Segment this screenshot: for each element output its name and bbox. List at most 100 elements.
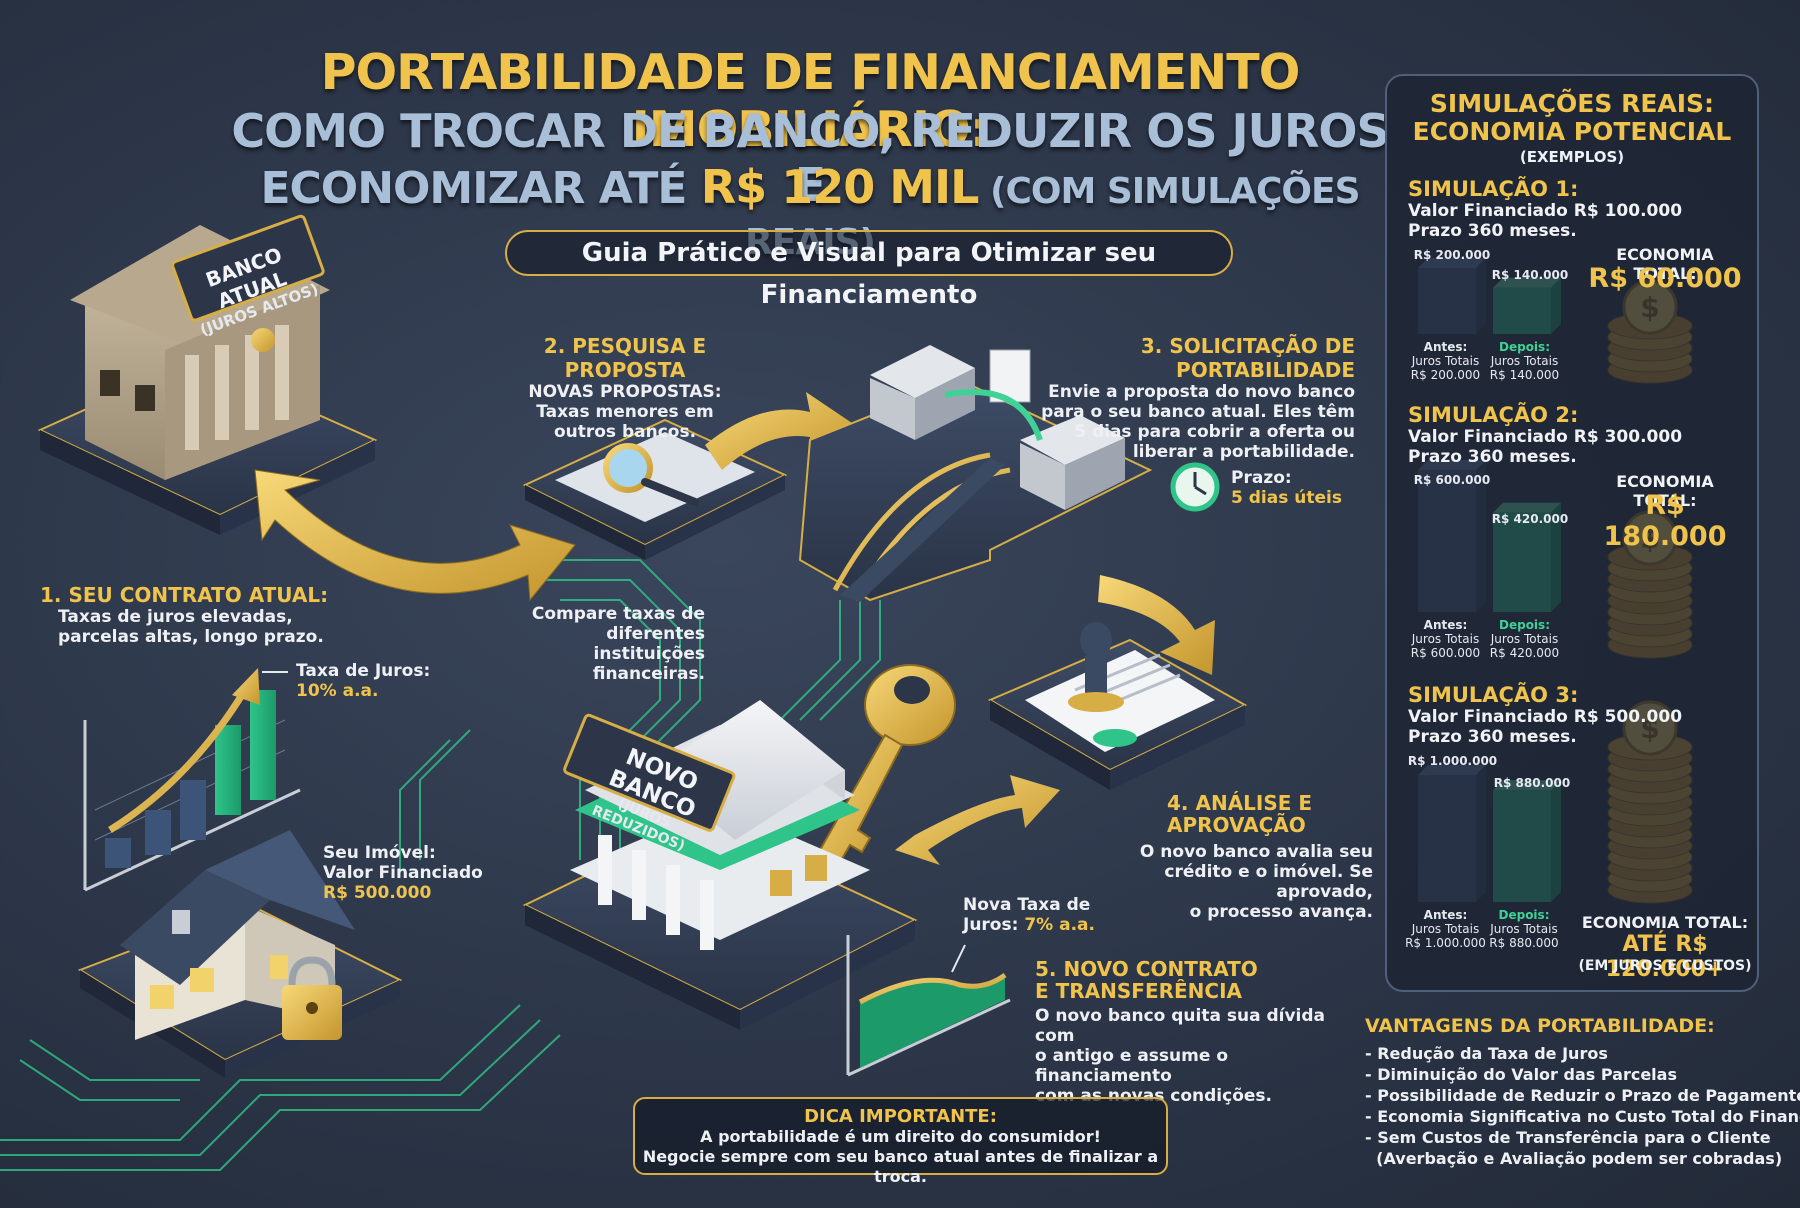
sim2-antes: Antes: xyxy=(1423,618,1468,632)
compare-line2: diferentes instituições xyxy=(593,624,705,664)
step5-line2: o antigo e assume o financiamento xyxy=(1035,1046,1228,1086)
step5-line1: O novo banco quita sua dívida com xyxy=(1035,1006,1326,1046)
step3-title: 3. SOLICITAÇÃO DE PORTABILIDADE xyxy=(1140,334,1355,382)
sim1-after-value: R$ 140.000 xyxy=(1489,368,1560,382)
new-bank-illustration xyxy=(522,700,918,1030)
tip-line1: A portabilidade é um direito do consumid… xyxy=(700,1127,1101,1146)
sim3-economy-note: (EM JUROS E CUSTOS) xyxy=(1578,958,1752,974)
advantages-list: - Redução da Taxa de Juros- Diminuição d… xyxy=(1365,1043,1800,1169)
compare-line3: financeiras. xyxy=(592,664,705,684)
simulations-heading1: SIMULAÇÕES REAIS: xyxy=(1429,89,1715,118)
step5-title1: 5. NOVO CONTRATO xyxy=(1035,957,1258,981)
step1-line1: Taxas de juros elevadas, xyxy=(58,607,293,627)
sim1-financed: Valor Financiado R$ 100.000 xyxy=(1408,201,1683,221)
deadline-value: 5 dias úteis xyxy=(1231,488,1342,508)
sim1-economy-value: R$ 60.000 xyxy=(1588,263,1742,294)
main-title-line3: ECONOMIZAR ATÉ R$ 120 MIL (COM SIMULAÇÕE… xyxy=(200,160,1420,265)
new-rate-label: Nova Taxa de Juros: 7% a.a. xyxy=(963,895,1095,935)
sim3-before-value: R$ 1.000.000 xyxy=(1405,936,1486,950)
new-rate-caption: Nova Taxa de xyxy=(963,895,1091,915)
sim3-depois: Depois: xyxy=(1498,908,1550,922)
step4-text: O novo banco avalia seu crédito e o imóv… xyxy=(1095,842,1373,922)
house-illustration xyxy=(77,830,403,1078)
current-rate-chart xyxy=(83,668,301,892)
simulation-1: SIMULAÇÃO 1: Valor Financiado R$ 100.000… xyxy=(1408,177,1682,241)
compare-line1: Compare taxas de xyxy=(531,604,705,624)
current-rate-label: Taxa de Juros: 10% a.a. xyxy=(296,661,430,701)
step4-line1: O novo banco avalia seu xyxy=(1139,842,1373,862)
step2-line2: Taxas menores em xyxy=(536,402,714,422)
property-caption: Seu Imóvel: xyxy=(323,843,436,863)
step3-line2: para o seu banco atual. Eles têm xyxy=(1041,402,1355,422)
main-title-line1: PORTABILIDADE DE FINANCIAMENTO IMOBILIÁR… xyxy=(320,44,1301,158)
sim3-after-value: R$ 880.000 xyxy=(1489,936,1559,950)
step5-block: 5. NOVO CONTRATO E TRANSFERÊNCIA O novo … xyxy=(1035,958,1355,1106)
sim3-term: Prazo 360 meses. xyxy=(1408,727,1577,747)
sim1-after-top-label: R$ 140.000 xyxy=(1491,268,1569,282)
tip-line2: Negocie sempre com seu banco atual antes… xyxy=(642,1147,1159,1186)
sim3-juros-a: Juros Totais xyxy=(1411,922,1480,936)
step1-title: 1. SEU CONTRATO ATUAL: xyxy=(40,583,329,607)
sim1-depois: Depois: xyxy=(1499,340,1550,354)
step3-block: 3. SOLICITAÇÃO DE PORTABILIDADE Envie a … xyxy=(1010,334,1355,462)
title-highlight-amount: R$ 120 MIL xyxy=(700,160,980,214)
simulation-2: SIMULAÇÃO 2: Valor Financiado R$ 300.000… xyxy=(1408,403,1682,467)
advantage-item: (Averbação e Avaliação podem ser cobrada… xyxy=(1365,1149,1783,1168)
sim2-title: SIMULAÇÃO 2: xyxy=(1408,403,1579,427)
step2-title: 2. PESQUISA E PROPOSTA xyxy=(543,334,707,382)
sim3-title: SIMULAÇÃO 3: xyxy=(1408,683,1579,707)
sim1-before-value: R$ 200.000 xyxy=(1410,368,1481,382)
advantages-title: VANTAGENS DA PORTABILIDADE: xyxy=(1365,1015,1715,1037)
sim2-juros-b: Juros Totais xyxy=(1490,632,1559,646)
circuit-lines xyxy=(0,559,881,1171)
advantage-item: - Economia Significativa no Custo Total … xyxy=(1365,1107,1800,1126)
new-rate-chart xyxy=(846,935,1011,1077)
new-rate-caption2: Juros: xyxy=(963,915,1019,935)
subtitle-pill: Guia Prático e Visual para Otimizar seu … xyxy=(505,230,1233,310)
sim2-before-value: R$ 600.000 xyxy=(1410,646,1481,660)
sim1-antes: Antes: xyxy=(1423,340,1468,354)
step3-line3: 5 dias para cobrir a oferta ou xyxy=(1074,422,1355,442)
simulations-heading2: ECONOMIA POTENCIAL xyxy=(1412,117,1732,146)
sim2-after-top-label: R$ 420.000 xyxy=(1491,512,1569,526)
tip-box: DICA IMPORTANTE: A portabilidade é um di… xyxy=(633,1097,1168,1186)
swap-arrow-approval xyxy=(895,775,1060,865)
compare-block: Compare taxas de diferentes instituições… xyxy=(515,604,705,684)
sim3-before-top-label: R$ 1.000.000 xyxy=(1407,754,1498,768)
step3-line1: Envie a proposta do novo banco xyxy=(1048,382,1355,402)
step4-title1: 4. ANÁLISE E xyxy=(1167,791,1313,815)
sim2-juros-a: Juros Totais xyxy=(1411,632,1480,646)
sim3-antes: Antes: xyxy=(1423,908,1468,922)
deadline-caption: Prazo: xyxy=(1231,468,1292,488)
sim1-term: Prazo 360 meses. xyxy=(1408,221,1577,241)
advantages-block: VANTAGENS DA PORTABILIDADE: - Redução da… xyxy=(1365,1015,1800,1169)
sim2-after-value: R$ 420.000 xyxy=(1489,646,1560,660)
key-icon xyxy=(818,664,956,864)
step3-line4: liberar a portabilidade. xyxy=(1132,442,1355,462)
simulation-3: SIMULAÇÃO 3: Valor Financiado R$ 500.000… xyxy=(1408,683,1682,747)
current-rate-caption: Taxa de Juros: xyxy=(296,661,431,681)
sim2-before-top-label: R$ 600.000 xyxy=(1413,473,1491,487)
property-label: Seu Imóvel: Valor Financiado R$ 500.000 xyxy=(323,843,483,903)
step5-title2: E TRANSFERÊNCIA xyxy=(1035,979,1243,1003)
step2-line1: NOVAS PROPOSTAS: xyxy=(528,382,722,402)
sim2-depois: Depois: xyxy=(1499,618,1550,632)
simulations-heading3: (EXEMPLOS) xyxy=(1519,148,1625,166)
advantage-item: - Redução da Taxa de Juros xyxy=(1365,1044,1608,1063)
step4-title2: APROVAÇÃO xyxy=(1167,813,1306,837)
sim2-economy-value: R$ 180.000 xyxy=(1603,490,1727,552)
sim1-economy-label: ECONOMIA TOTAL: xyxy=(1616,245,1714,283)
tip-title: DICA IMPORTANTE: xyxy=(804,1106,997,1127)
new-rate-value: 7% a.a. xyxy=(1024,915,1095,935)
approval-illustration xyxy=(987,622,1248,790)
sim1-before-top-label: R$ 200.000 xyxy=(1413,248,1491,262)
step2-block: 2. PESQUISA E PROPOSTA NOVAS PROPOSTAS: … xyxy=(505,334,745,442)
property-financed-caption: Valor Financiado xyxy=(323,863,483,883)
sim2-financed: Valor Financiado R$ 300.000 xyxy=(1408,427,1683,447)
property-value: R$ 500.000 xyxy=(323,883,432,903)
step2-line3: outros bancos. xyxy=(553,422,697,442)
